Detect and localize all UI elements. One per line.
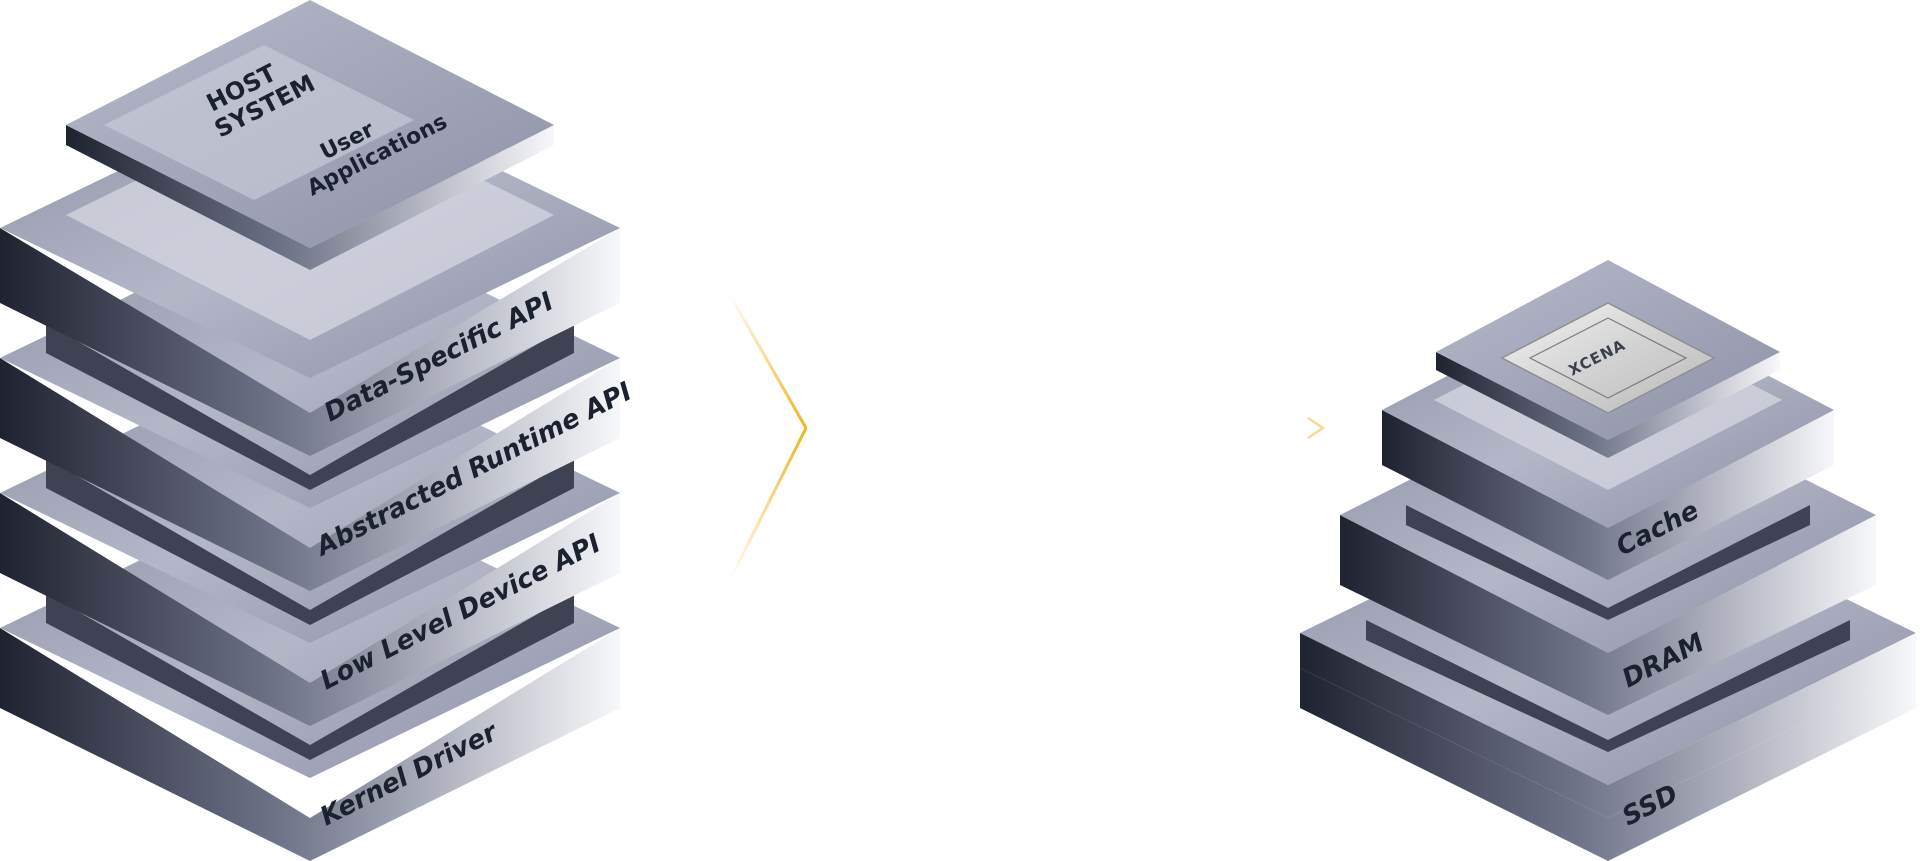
arrow-head-icon bbox=[1307, 416, 1326, 440]
host-stack: Kernel Driver Low Level Device API Abstr… bbox=[0, 0, 637, 861]
device-stack: SSD DRAM Cache XCENA bbox=[1300, 260, 1916, 861]
connector-arrow bbox=[728, 294, 1326, 581]
host-system-slab: HOST SYSTEM User Applications bbox=[66, 0, 554, 270]
xcena-chip: XCENA bbox=[1500, 302, 1716, 414]
device-chip-slab: XCENA bbox=[1436, 260, 1780, 458]
